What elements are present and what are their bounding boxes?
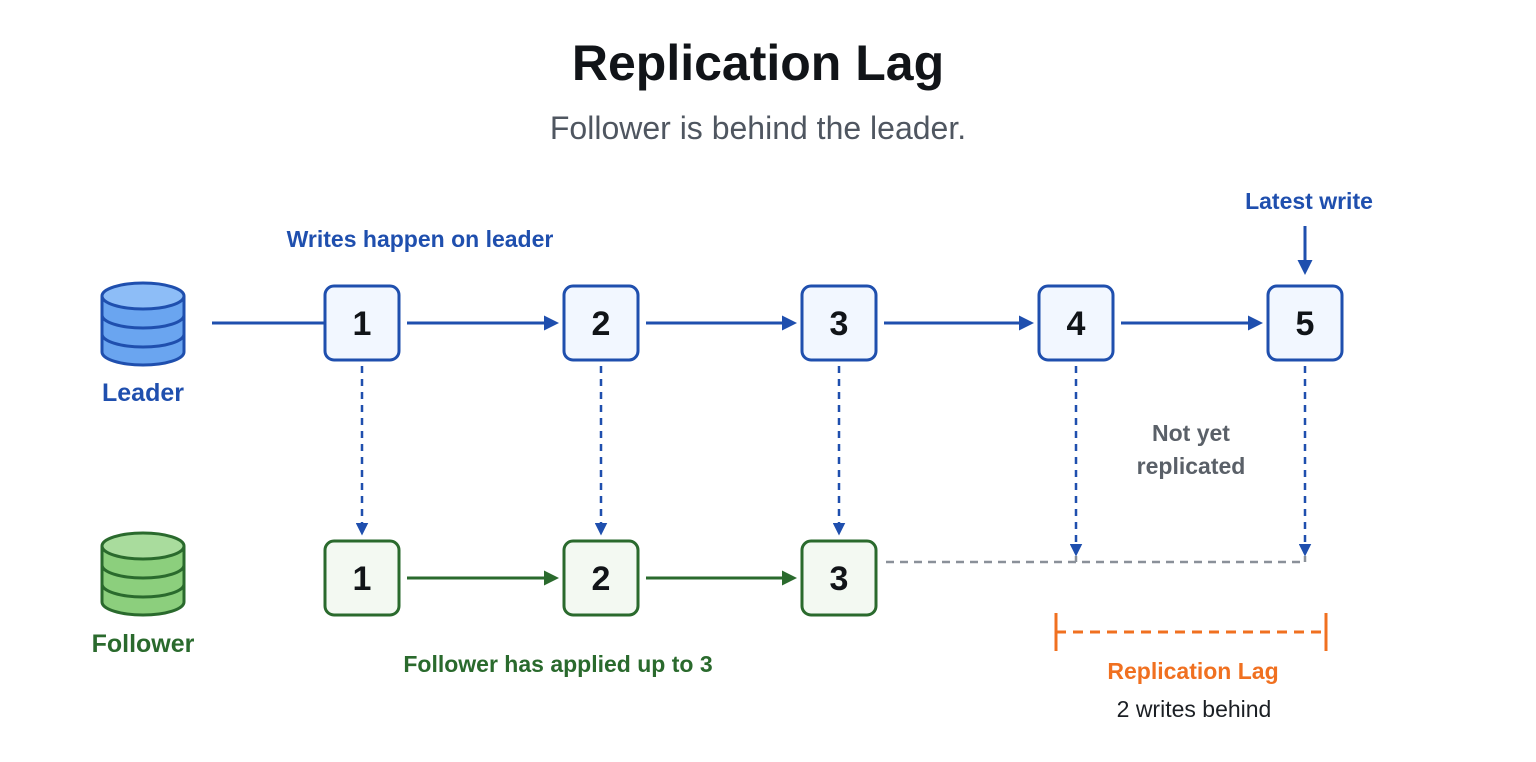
leader-write-node-1: 1 — [323, 284, 401, 362]
leader-label: Leader — [102, 379, 184, 407]
leader-write-node-3: 3 — [800, 284, 878, 362]
follower-applied-node-1-label: 1 — [353, 560, 372, 598]
leader-write-node-2-box — [562, 284, 640, 362]
follower-applied-node-2-box — [562, 539, 640, 617]
follower-annotation: Follower has applied up to 3 — [403, 651, 712, 677]
follower-applied-node-1-box — [323, 539, 401, 617]
follower-applied-node-3: 3 — [800, 539, 878, 617]
leader-write-node-3-label: 3 — [830, 305, 849, 343]
leader-write-node-4: 4 — [1037, 284, 1115, 362]
leader-write-node-1-label: 1 — [353, 305, 372, 343]
leader-annotation: Writes happen on leader — [287, 226, 554, 252]
follower-label: Follower — [92, 630, 195, 658]
follower-applied-node-2-label: 2 — [592, 560, 611, 598]
leader-write-node-5: 5 — [1266, 284, 1344, 362]
page-title: Replication Lag — [572, 35, 944, 91]
leader-write-node-5-label: 5 — [1296, 305, 1315, 343]
replication-lag-bracket — [1054, 613, 1328, 651]
node-layer: 1 2 3 4 5 1 2 3 — [323, 284, 1344, 617]
follower-applied-node-1: 1 — [323, 539, 401, 617]
leader-write-node-5-box — [1266, 284, 1344, 362]
follower-applied-node-3-label: 3 — [830, 560, 849, 598]
follower-database-icon — [100, 531, 186, 617]
follower-applied-node-3-box — [800, 539, 878, 617]
not-replicated-label-line2: replicated — [1137, 453, 1246, 479]
leader-write-node-2-label: 2 — [592, 305, 611, 343]
page-subtitle: Follower is behind the leader. — [550, 110, 966, 146]
leader-write-node-4-box — [1037, 284, 1115, 362]
not-replicated-label-line1: Not yet — [1152, 420, 1230, 446]
leader-database-icon — [100, 281, 186, 367]
replication-lag-label: Replication Lag — [1107, 658, 1278, 684]
leader-write-node-2: 2 — [562, 284, 640, 362]
connector-layer — [212, 315, 1312, 586]
leader-write-node-4-label: 4 — [1067, 305, 1086, 343]
leader-write-node-1-box — [323, 284, 401, 362]
latest-write-label: Latest write — [1245, 188, 1373, 214]
follower-applied-node-2: 2 — [562, 539, 640, 617]
replication-lag-detail: 2 writes behind — [1117, 696, 1272, 722]
leader-write-node-3-box — [800, 284, 878, 362]
